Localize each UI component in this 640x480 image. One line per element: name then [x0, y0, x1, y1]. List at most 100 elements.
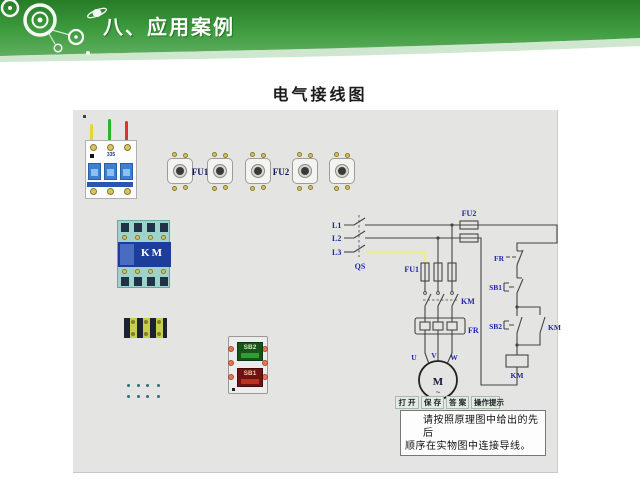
- breaker-brand-mark: [90, 154, 94, 158]
- schematic-label-u: U: [411, 353, 417, 362]
- schematic-diagram: L1 L2 L3 QS FU2 FU1 KM FR U V W M ~ FR S…: [332, 209, 561, 400]
- fuse-screw: [334, 186, 339, 191]
- fuse-body: [329, 158, 355, 184]
- breaker-toggle[interactable]: [120, 163, 133, 180]
- hint-line-1: 请按照原理图中给出的先后: [423, 415, 539, 439]
- contactor-slot: [160, 277, 168, 286]
- terminal-screw: [144, 332, 148, 336]
- contactor-screw: [122, 269, 127, 274]
- fuse-unit[interactable]: [206, 152, 234, 192]
- panel-corner-dot: [83, 115, 86, 118]
- breaker-terminal-screw: [124, 188, 131, 195]
- schematic-label-fr-element: FR: [468, 326, 479, 335]
- save-button[interactable]: 保 存: [421, 396, 444, 409]
- fuse-screw: [261, 185, 266, 190]
- fuse-screw: [250, 152, 255, 157]
- schematic-label-km-aux: KM: [548, 323, 561, 332]
- contactor-screw: [161, 235, 166, 240]
- hint-line-2: 顺序在实物图中连接导线。: [405, 441, 531, 452]
- contactor-slot: [134, 223, 142, 232]
- fuse-unit[interactable]: [166, 152, 194, 192]
- breaker-strip: [87, 182, 133, 187]
- fuse-screw: [212, 152, 217, 157]
- terminal-screw: [157, 320, 161, 324]
- answer-button[interactable]: 答 案: [446, 396, 469, 409]
- contactor-slot: [147, 277, 155, 286]
- page-title: 电气接线图: [272, 87, 368, 104]
- contactor-slot: [134, 277, 142, 286]
- breaker-toggle[interactable]: [104, 163, 117, 180]
- schematic-label-fu1: FU1: [404, 265, 419, 274]
- breaker-marking: 335: [106, 152, 116, 158]
- fuse-unit[interactable]: [328, 152, 356, 192]
- terminal-screw: [131, 332, 135, 336]
- terminal-screw: [131, 320, 135, 324]
- breaker-terminal-screw: [107, 188, 114, 195]
- header-gears-decoration: [0, 0, 107, 55]
- fuse-screw: [183, 185, 188, 190]
- phase-wire-red: [125, 121, 128, 142]
- sb1-stop-button[interactable]: SB1: [237, 368, 263, 387]
- fuse-body: [167, 158, 193, 184]
- sb1-label: SB1: [243, 370, 257, 377]
- fuse-screw: [334, 152, 339, 157]
- hint-button[interactable]: 操作提示: [471, 396, 504, 409]
- contactor-slot: [121, 277, 129, 286]
- fuse-core: [216, 167, 224, 175]
- contactor-slot: [147, 223, 155, 232]
- fuse-screw: [212, 186, 217, 191]
- station-terminal: [228, 374, 234, 380]
- header-underline-band: [0, 38, 640, 62]
- schematic-label-sb2: SB2: [489, 322, 502, 331]
- breaker-terminal-screw: [107, 144, 114, 151]
- terminal-bar: [143, 318, 150, 338]
- contactor-screw: [135, 235, 140, 240]
- fuse-unit[interactable]: [291, 152, 319, 192]
- fuse-core: [254, 167, 262, 175]
- motor-wave: ~: [436, 388, 441, 397]
- fr-element-symbol: [414, 317, 466, 335]
- sb2-label: SB2: [243, 344, 257, 351]
- fuse-screw: [183, 153, 188, 158]
- contactor-screw: [148, 269, 153, 274]
- circuit-breaker[interactable]: 335: [85, 140, 137, 199]
- fuse-screw: [308, 153, 313, 158]
- fu2-component-label: FU2: [272, 167, 290, 177]
- schematic-wires: [344, 215, 558, 386]
- contactor-km[interactable]: KM: [117, 220, 171, 288]
- simulator-toolbar: 打 开 保 存 答 案 操作提示: [395, 396, 504, 409]
- wiring-simulator-panel: 335: [73, 110, 561, 473]
- planet-icon: [87, 7, 107, 19]
- sb2-start-button[interactable]: SB2: [237, 342, 263, 361]
- phase-wire-green: [108, 119, 111, 142]
- fuse-unit[interactable]: [244, 152, 272, 192]
- station-dot: [232, 388, 235, 391]
- push-button-station[interactable]: SB2 SB1: [228, 336, 268, 394]
- sb2-green-button[interactable]: [241, 353, 259, 358]
- terminal-screw: [157, 332, 161, 336]
- fuse-core: [338, 167, 346, 175]
- fuse-screw: [172, 152, 177, 157]
- header-shape: [0, 0, 640, 56]
- schematic-label-l2: L2: [332, 234, 341, 243]
- breaker-terminal-screw: [90, 144, 97, 151]
- fuse-screw: [250, 186, 255, 191]
- fuse-screw: [297, 152, 302, 157]
- connection-point-grid[interactable]: [127, 384, 161, 398]
- breaker-terminal-screw: [90, 188, 97, 195]
- open-button[interactable]: 打 开: [395, 396, 419, 409]
- sb1-red-button[interactable]: [241, 379, 259, 384]
- schematic-label-sb1: SB1: [489, 283, 502, 292]
- km-coil-symbol: [505, 354, 529, 368]
- schematic-label-km-coil: KM: [511, 371, 524, 380]
- fuse-screw: [308, 185, 313, 190]
- schematic-label-qs: QS: [355, 262, 366, 271]
- station-terminal: [262, 360, 268, 366]
- terminal-block[interactable]: [124, 318, 167, 338]
- highlighted-wire: [366, 250, 427, 263]
- breaker-toggle[interactable]: [88, 163, 101, 180]
- contactor-screw: [135, 269, 140, 274]
- schematic-label-km-main: KM: [461, 297, 475, 306]
- contactor-side-panel: [120, 244, 134, 265]
